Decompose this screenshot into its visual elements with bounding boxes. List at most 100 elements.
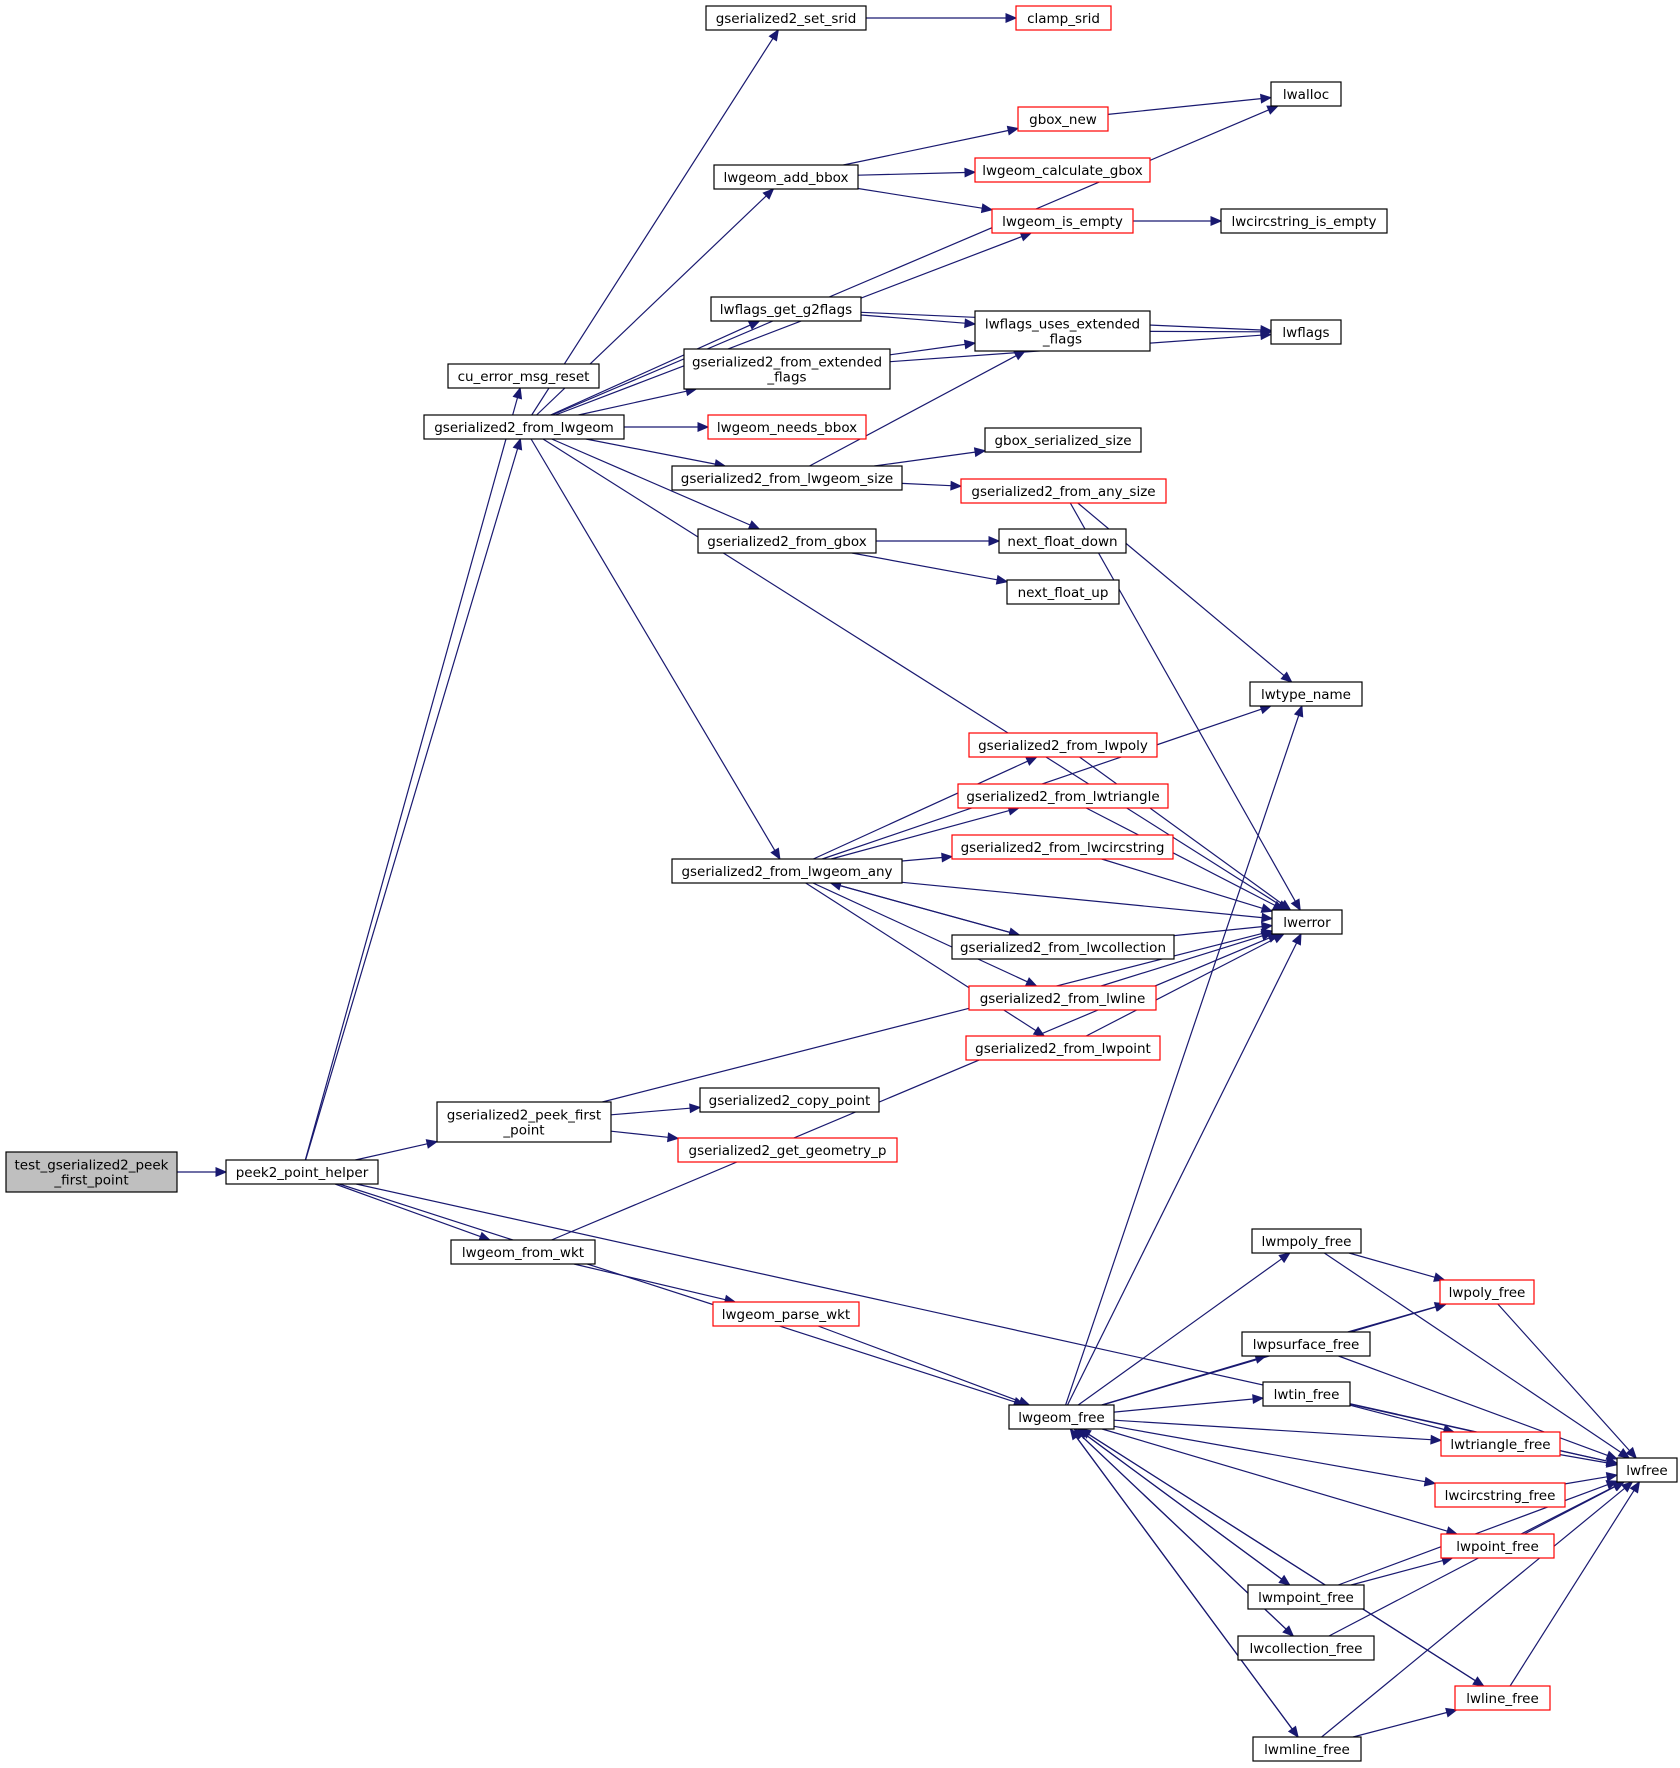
arrowhead-peek2-to-cu_err	[512, 386, 523, 400]
graph-node-from_lwline[interactable]: gserialized2_from_lwline	[968, 985, 1157, 1011]
arrowhead-from_lwany-to-lwerror	[1261, 912, 1274, 923]
node-label: _flags	[1042, 332, 1082, 348]
graph-node-get_geom_p[interactable]: gserialized2_get_geometry_p	[677, 1137, 898, 1163]
graph-node-tin_free[interactable]: lwtin_free	[1262, 1381, 1351, 1407]
node-label: cu_error_msg_reset	[458, 369, 590, 385]
edge-peek_first-to-get_geom_p	[610, 1130, 669, 1138]
node-box	[1252, 1736, 1362, 1762]
graph-node-from_any_size[interactable]: gserialized2_from_any_size	[960, 478, 1167, 504]
edge-g2_from_lw-to-is_empty	[555, 236, 1023, 416]
graph-node-from_gbox[interactable]: gserialized2_from_gbox	[697, 528, 877, 554]
node-box	[712, 1301, 860, 1327]
node-box	[1439, 1279, 1535, 1305]
graph-node-from_lwcirc[interactable]: gserialized2_from_lwcircstring	[951, 834, 1174, 860]
node-label: lwgeom_needs_bbox	[717, 420, 857, 436]
node-box	[1271, 909, 1343, 935]
node-label: lwfree	[1626, 1463, 1667, 1479]
node-box	[1616, 1457, 1678, 1483]
graph-node-from_lw_size[interactable]: gserialized2_from_lwgeom_size	[671, 465, 903, 491]
graph-node-from_lwpoint[interactable]: gserialized2_from_lwpoint	[965, 1035, 1161, 1061]
graph-node-point_free[interactable]: lwpoint_free	[1440, 1533, 1555, 1559]
graph-node-from_ext[interactable]: gserialized2_from_extended_flags	[683, 348, 891, 390]
edge-line_free-to-lwfree	[1509, 1490, 1635, 1687]
arrowhead-g2_from_lw-to-add_bbox	[762, 188, 775, 200]
node-label: gserialized2_from_lwpoint	[975, 1041, 1151, 1057]
node-box	[450, 1239, 596, 1265]
graph-node-tri_free[interactable]: lwtriangle_free	[1440, 1431, 1561, 1457]
node-label: gserialized2_from_lwgeom	[434, 420, 614, 436]
edge-peek2-to-lw_from_wkt	[334, 1183, 481, 1238]
graph-node-mpoint_free[interactable]: lwmpoint_free	[1247, 1584, 1365, 1610]
graph-node-lwerror[interactable]: lwerror	[1271, 909, 1343, 935]
graph-node-test[interactable]: test_gserialized2_peek_first_point	[5, 1151, 178, 1193]
node-box	[1006, 579, 1120, 605]
graph-node-lwtype_name[interactable]: lwtype_name	[1249, 681, 1363, 707]
node-box	[1241, 1331, 1371, 1357]
graph-node-from_lwtri[interactable]: gserialized2_from_lwtriangle	[957, 783, 1169, 809]
graph-node-nf_up[interactable]: next_float_up	[1006, 579, 1120, 605]
graph-node-circ_empty[interactable]: lwcircstring_is_empty	[1220, 208, 1388, 234]
graph-node-line_free[interactable]: lwline_free	[1454, 1685, 1551, 1711]
graph-node-add_bbox[interactable]: lwgeom_add_bbox	[713, 164, 859, 190]
graph-node-cu_err[interactable]: cu_error_msg_reset	[447, 363, 600, 389]
node-box	[1237, 1635, 1375, 1661]
node-box	[705, 5, 867, 31]
arrowhead-g2_from_lw-to-from_gbox	[747, 520, 761, 530]
node-label: peek2_point_helper	[236, 1165, 369, 1181]
graph-node-is_empty[interactable]: lwgeom_is_empty	[991, 208, 1134, 234]
graph-node-mline_free[interactable]: lwmline_free	[1252, 1736, 1362, 1762]
graph-node-calc_gbox[interactable]: lwgeom_calculate_gbox	[974, 157, 1151, 183]
graph-node-psurf_free[interactable]: lwpsurface_free	[1241, 1331, 1371, 1357]
edge-get_g2flags-to-uses_ext	[860, 314, 966, 324]
graph-node-poly_free[interactable]: lwpoly_free	[1439, 1279, 1535, 1305]
graph-node-from_lwcoll[interactable]: gserialized2_from_lwcollection	[951, 934, 1175, 960]
graph-node-copy_point[interactable]: gserialized2_copy_point	[699, 1087, 880, 1113]
node-label: lwcollection_free	[1250, 1641, 1363, 1657]
edge-peek2-to-g2_from_lw	[305, 448, 519, 1161]
edge-poly_free-to-lwfree	[1497, 1303, 1630, 1452]
graph-node-lwflags[interactable]: lwflags	[1270, 319, 1342, 345]
graph-node-lwalloc[interactable]: lwalloc	[1270, 81, 1342, 107]
graph-node-circ_free[interactable]: lwcircstring_free	[1434, 1482, 1566, 1508]
node-box	[423, 414, 625, 440]
graph-node-gbox_ser[interactable]: gbox_serialized_size	[984, 427, 1142, 453]
graph-node-peek2[interactable]: peek2_point_helper	[225, 1159, 379, 1185]
node-box	[699, 1087, 880, 1113]
graph-node-peek_first[interactable]: gserialized2_peek_first_point	[436, 1101, 612, 1143]
node-label: lwpsurface_free	[1253, 1337, 1360, 1353]
edge-g2_from_lw-to-get_g2flags	[550, 324, 751, 416]
graph-node-g2_from_lw[interactable]: gserialized2_from_lwgeom	[423, 414, 625, 440]
node-label: _first_point	[53, 1173, 128, 1189]
graph-node-from_lwany[interactable]: gserialized2_from_lwgeom_any	[671, 858, 903, 884]
graph-node-parse_wkt[interactable]: lwgeom_parse_wkt	[712, 1301, 860, 1327]
edge-from_ext-to-uses_ext	[889, 343, 966, 356]
nodes-layer: test_gserialized2_peek_first_point peek2_…	[5, 5, 1678, 1762]
graph-node-from_lwpoly[interactable]: gserialized2_from_lwpoly	[968, 732, 1158, 758]
node-box	[951, 834, 1174, 860]
node-label: lwalloc	[1283, 87, 1329, 103]
graph-node-mpoly_free[interactable]: lwmpoly_free	[1251, 1228, 1362, 1254]
graph-node-uses_ext[interactable]: lwflags_uses_extended_flags	[974, 310, 1151, 352]
arrowhead-from_lwany-to-from_lwcirc	[941, 852, 954, 863]
graph-node-clamp_srid[interactable]: clamp_srid	[1015, 5, 1112, 31]
node-label: lwgeom_is_empty	[1002, 214, 1123, 230]
graph-node-coll_free[interactable]: lwcollection_free	[1237, 1635, 1375, 1661]
node-box	[1220, 208, 1388, 234]
graph-node-lwfree[interactable]: lwfree	[1616, 1457, 1678, 1483]
graph-node-lw_from_wkt[interactable]: lwgeom_from_wkt	[450, 1239, 596, 1265]
graph-node-lwgeom_free[interactable]: lwgeom_free	[1008, 1404, 1115, 1430]
node-label: next_float_down	[1007, 534, 1117, 550]
node-box	[1270, 81, 1342, 107]
arrowhead-gbox_new-to-lwalloc	[1260, 93, 1273, 104]
graph-node-get_g2flags[interactable]: lwflags_get_g2flags	[710, 296, 862, 322]
graph-node-gbox_new[interactable]: gbox_new	[1017, 106, 1109, 132]
node-label: gserialized2_from_gbox	[707, 534, 866, 550]
graph-node-needs_bbox[interactable]: lwgeom_needs_bbox	[707, 414, 867, 440]
edge-add_bbox-to-is_empty	[857, 187, 983, 209]
node-box	[1440, 1533, 1555, 1559]
arrowhead-lwgeom_free-to-lwtype_name	[1293, 704, 1304, 718]
node-label: lwgeom_add_bbox	[724, 170, 849, 186]
graph-node-set_srid[interactable]: gserialized2_set_srid	[705, 5, 867, 31]
edge-lwgeom_free-to-psurf_free	[1101, 1358, 1257, 1406]
graph-node-nf_down[interactable]: next_float_down	[998, 528, 1127, 554]
